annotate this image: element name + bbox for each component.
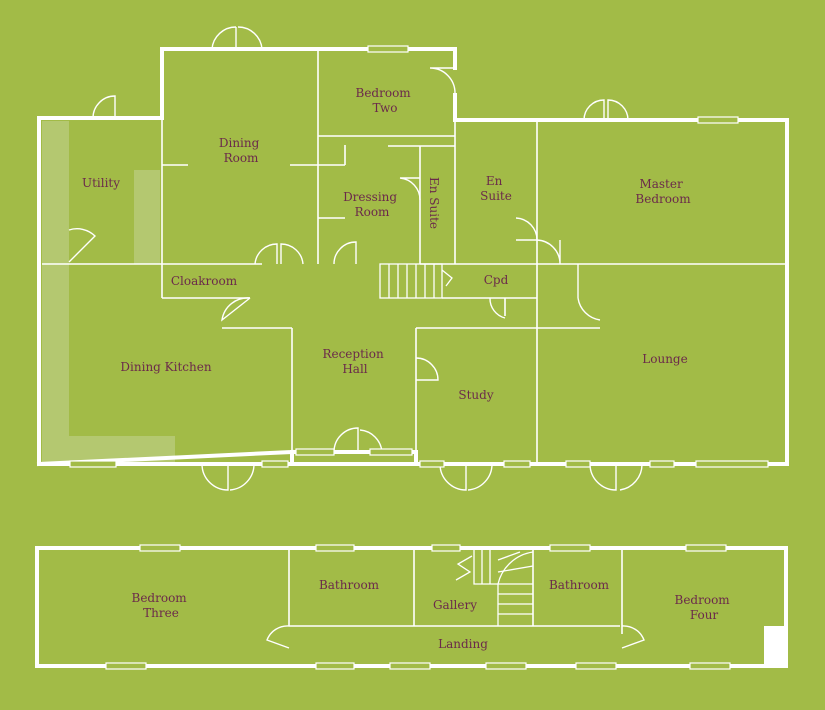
cupboard-block [764,626,786,666]
ground-floor: Dining Room Bedroom Two Utility Dressing… [36,26,789,491]
windows [69,45,769,468]
doors [68,26,643,491]
interior-walls [42,49,787,464]
room-label-bedroom-two: Bedroom Two [356,86,415,115]
room-label-en-suite: En Suite [480,174,512,203]
room-label-reception-hall: Reception Hall [322,347,387,376]
first-floor-windows [105,544,731,670]
room-label-utility: Utility [82,176,120,190]
first-floor-labels: Bedroom Three Bathroom Gallery Bathroom … [132,578,734,651]
room-label-bathroom-right: Bathroom [549,578,610,592]
room-label-dining-room: Dining Room [219,136,263,165]
room-label-bedroom-four: Bedroom Four [675,593,734,622]
worktops [42,121,175,464]
room-label-study: Study [458,388,493,402]
room-label-bathroom-left: Bathroom [319,578,380,592]
room-label-lounge: Lounge [642,352,687,366]
room-label-cpd: Cpd [484,273,509,287]
first-floor-interior-walls [288,548,786,666]
ground-stairs [379,263,453,299]
room-label-en-suite-vertical: En Suite [427,177,441,229]
room-label-landing: Landing [438,637,488,651]
ground-floor-labels: Dining Room Bedroom Two Utility Dressing… [82,86,691,402]
room-label-cloakroom: Cloakroom [171,274,238,288]
room-label-dressing-room: Dressing Room [343,190,401,219]
room-label-master-bedroom: Master Bedroom [635,177,691,206]
first-floor-stairs [455,548,534,626]
room-label-dining-kitchen: Dining Kitchen [120,360,211,374]
first-floor: Bedroom Three Bathroom Gallery Bathroom … [35,544,788,670]
room-label-bedroom-three: Bedroom Three [132,591,191,620]
first-floor-doors [266,625,645,649]
room-label-gallery: Gallery [433,598,477,612]
